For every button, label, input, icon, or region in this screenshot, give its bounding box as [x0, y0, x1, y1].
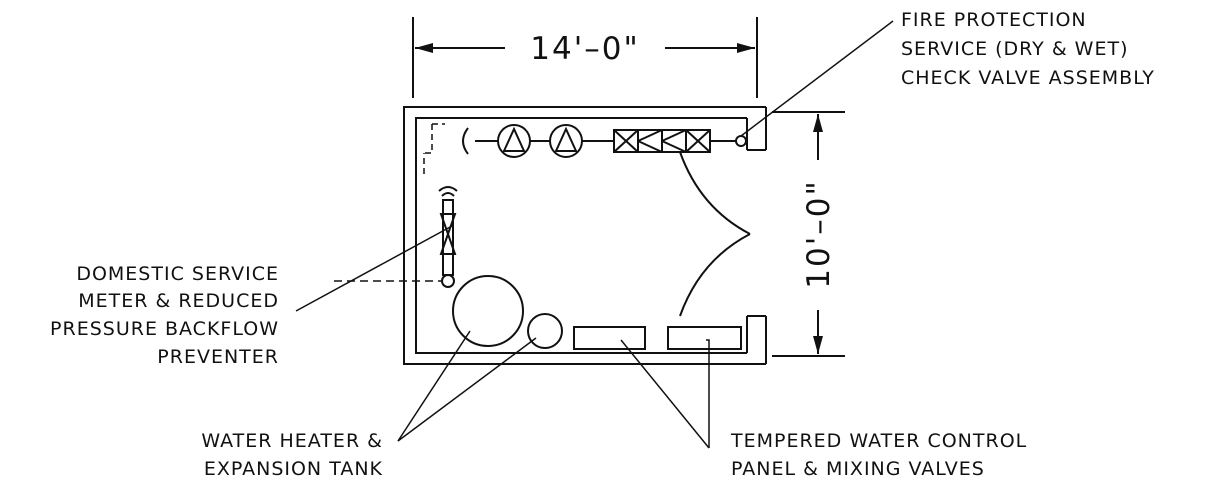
label-fire-protection: FIRE PROTECTION SERVICE (DRY & WET) CHEC…: [901, 9, 1155, 89]
pipe-cap-icon: [462, 127, 469, 155]
expansion-tank-leader: [397, 337, 537, 442]
expansion-tank: [527, 313, 563, 349]
svg-text:FIRE PROTECTION: FIRE PROTECTION: [901, 9, 1087, 31]
service-entry-icon: [441, 274, 455, 288]
water-heater-leader: [397, 330, 471, 442]
height-dimension: 10'–0": [772, 111, 845, 357]
door-swing: [679, 151, 751, 317]
mixing-valves-leader: [706, 339, 710, 448]
svg-text:CHECK VALVE ASSEMBLY: CHECK VALVE ASSEMBLY: [901, 67, 1155, 89]
outer-wall: [403, 106, 766, 365]
svg-text:PRESSURE BACKFLOW: PRESSURE BACKFLOW: [50, 318, 279, 340]
room-walls: [403, 106, 767, 365]
svg-text:PANEL & MIXING VALVES: PANEL & MIXING VALVES: [731, 458, 985, 480]
width-arrow-left: [415, 43, 433, 53]
riser-icon: [735, 135, 747, 147]
svg-text:SERVICE (DRY & WET): SERVICE (DRY & WET): [901, 38, 1128, 60]
domestic-service-assembly: [334, 186, 458, 288]
fire-protection-leader: [740, 20, 894, 137]
valve-icon: [439, 213, 457, 238]
height-arrow-bottom: [813, 336, 823, 354]
width-dimension: 14'–0": [412, 17, 758, 98]
label-water-heater: WATER HEATER & EXPANSION TANK: [201, 430, 383, 480]
domestic-service-leader: [295, 225, 453, 312]
svg-text:TEMPERED WATER CONTROL: TEMPERED WATER CONTROL: [730, 430, 1027, 452]
label-tempered-water: TEMPERED WATER CONTROL PANEL & MIXING VA…: [730, 430, 1027, 480]
water-heater: [452, 275, 524, 347]
mixing-valves: [667, 326, 742, 350]
door-arc-lower: [679, 233, 751, 317]
meter-pipe: [442, 199, 454, 276]
check-valve-assembly: [613, 129, 711, 153]
label-domestic-service: DOMESTIC SERVICE METER & REDUCED PRESSUR…: [50, 263, 279, 368]
svg-text:EXPANSION TANK: EXPANSION TANK: [204, 458, 383, 480]
door-arc-upper: [679, 151, 751, 235]
svg-text:WATER HEATER &: WATER HEATER &: [201, 430, 383, 452]
svg-text:PREVENTER: PREVENTER: [157, 346, 279, 368]
height-dimension-text: 10'–0": [801, 179, 837, 288]
tempered-water-control-panel: [573, 326, 646, 350]
fire-protection-piping: [423, 123, 747, 174]
width-arrow-right: [737, 43, 755, 53]
width-dimension-text: 14'–0": [530, 31, 639, 67]
leader-lines: [295, 20, 894, 449]
svg-text:METER & REDUCED: METER & REDUCED: [78, 290, 279, 312]
control-panel-leader: [620, 339, 710, 449]
svg-text:DOMESTIC SERVICE: DOMESTIC SERVICE: [76, 263, 279, 285]
height-arrow-top: [813, 114, 823, 132]
inner-wall: [415, 117, 747, 354]
